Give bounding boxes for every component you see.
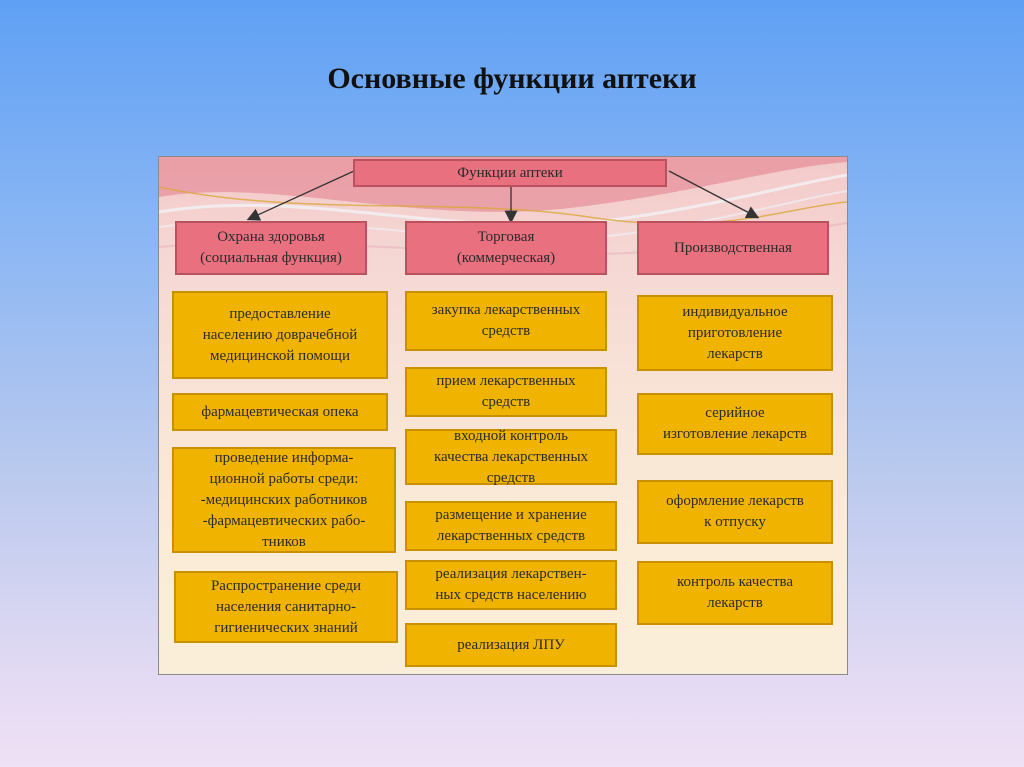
commercial-item-procurement: закупка лекарственных средств — [405, 291, 607, 351]
commercial-item-lpu-sales: реализация ЛПУ — [405, 623, 617, 667]
production-item-individual-preparation: индивидуальное приготовление лекарств — [637, 295, 833, 371]
root-function-box: Функции аптеки — [353, 159, 667, 187]
column-header-production: Производственная — [637, 221, 829, 275]
slide-title: Основные функции аптеки — [327, 62, 697, 95]
connector-arrows — [246, 170, 760, 224]
production-item-quality-control: контроль качества лекарств — [637, 561, 833, 625]
production-item-dispensing-preparation: оформление лекарств к отпуску — [637, 480, 833, 544]
commercial-item-retail-sales: реализация лекарствен- ных средств насел… — [405, 560, 617, 610]
column-header-commercial: Торговая (коммерческая) — [405, 221, 607, 275]
production-item-serial-manufacturing: серийное изготовление лекарств — [637, 393, 833, 455]
health-item-hygiene-knowledge: Распространение среди населения санитарн… — [174, 571, 398, 643]
diagram-panel: Функции аптеки Охрана здоровья (социальн… — [158, 156, 848, 675]
column-header-health: Охрана здоровья (социальная функция) — [175, 221, 367, 275]
health-item-information-work: проведение информа- ционной работы среди… — [172, 447, 396, 553]
commercial-item-reception: прием лекарственных средств — [405, 367, 607, 417]
commercial-item-storage: размещение и хранение лекарственных сред… — [405, 501, 617, 551]
health-item-first-aid: предоставление населению доврачебной мед… — [172, 291, 388, 379]
commercial-item-input-control: входной контроль качества лекарственных … — [405, 428, 617, 486]
health-item-pharma-care: фармацевтическая опека — [172, 393, 388, 431]
